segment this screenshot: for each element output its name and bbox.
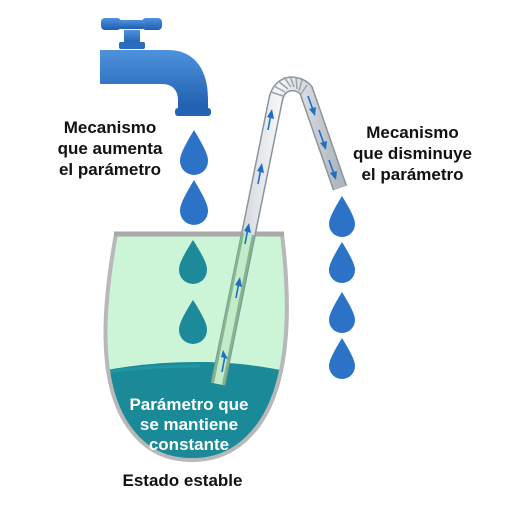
- steady-state-label: Estado estable: [122, 471, 243, 490]
- constant-parameter-label: Parámetro que se mantiene constante: [104, 395, 274, 455]
- decrease-mechanism-label: Mecanismo que disminuye el parámetro: [345, 122, 480, 185]
- constant-label-line: Parámetro que: [129, 395, 249, 414]
- flow-arrows-down: [307, 95, 337, 180]
- flow-arrows-up: [221, 109, 274, 373]
- increase-mechanism-label: Mecanismo que aumenta el parámetro: [40, 117, 180, 180]
- decrease-label-line: el parámetro: [361, 165, 464, 184]
- decrease-label-line: Mecanismo: [366, 123, 459, 142]
- constant-label-line: constante: [148, 435, 230, 454]
- straw-icon: [210, 75, 348, 386]
- water-drop-icon: [329, 196, 355, 379]
- water-drop-icon: [179, 240, 207, 344]
- constant-label-line: se mantiene: [139, 415, 239, 434]
- faucet-icon: [100, 18, 211, 116]
- decrease-label-line: que disminuye: [352, 144, 473, 163]
- increase-label-line: el parámetro: [58, 160, 162, 179]
- increase-label-line: que aumenta: [57, 139, 163, 158]
- water-drop-icon: [180, 130, 208, 225]
- increase-label-line: Mecanismo: [63, 118, 157, 137]
